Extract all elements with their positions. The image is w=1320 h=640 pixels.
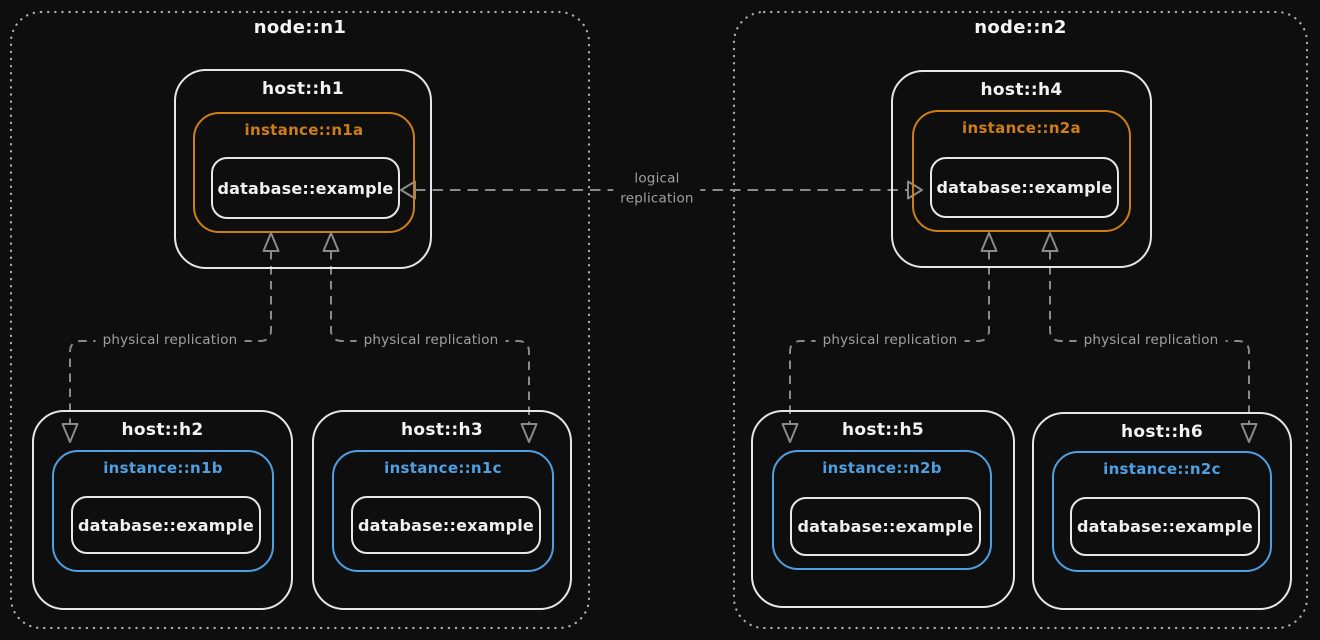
arrowhead-down-icon [61,423,79,443]
host-label: host::h1 [262,79,344,99]
instance-box-n1c: instance::n1c database::example [332,450,554,572]
host-box-h3: host::h3 instance::n1c database::example [312,410,572,610]
node-label: node::n2 [974,17,1067,38]
host-label: host::h5 [842,420,924,440]
host-box-h2: host::h2 instance::n1b database::example [32,410,293,610]
arrowhead-up-icon [980,232,998,252]
instance-label: instance::n2b [822,459,942,477]
instance-label: instance::n1a [244,121,364,139]
instance-box-n1b: instance::n1b database::example [52,450,274,572]
physical-replication-label: physical replication [95,330,245,352]
arrowhead-right-icon [907,180,923,200]
node-n2-outline [732,10,1309,630]
database-box: database::example [71,496,261,554]
instance-box-n2a: instance::n2a database::example [912,110,1131,232]
physical-replication-label: physical replication [356,330,506,352]
host-label: host::h2 [121,420,204,440]
database-label: database::example [358,515,534,535]
instance-box-n2b: instance::n2b database::example [772,450,992,570]
database-box: database::example [351,496,541,554]
arrowhead-up-icon [262,232,280,252]
node-box-n1: node::n1 host::h1 instance::n1a database… [10,11,590,629]
instance-label: instance::n1c [384,459,502,477]
database-box: database::example [930,157,1119,218]
arrowhead-up-icon [1041,232,1059,252]
instance-box-n2c: instance::n2c database::example [1052,451,1272,572]
instance-box-n1a: instance::n1a database::example [193,112,415,233]
node-n1-outline [9,10,591,630]
arrowhead-down-icon [781,423,799,443]
database-box: database::example [211,157,400,219]
arrowhead-left-icon [400,180,416,200]
physical-replication-label: physical replication [1076,330,1226,352]
node-box-n2: node::n2 host::h4 instance::n2a database… [733,11,1308,629]
logical-replication-label: logical replication [613,168,701,210]
host-box-h1: host::h1 instance::n1a database::example [174,69,432,269]
instance-label: instance::n2a [962,119,1081,137]
arrowhead-down-icon [1240,423,1258,443]
arrowhead-down-icon [520,423,538,443]
host-label: host::h3 [401,420,483,440]
database-label: database::example [1077,517,1253,536]
database-box: database::example [1070,497,1260,556]
host-box-h5: host::h5 instance::n2b database::example [751,410,1015,608]
database-label: database::example [797,517,974,536]
instance-label: instance::n1b [103,459,223,477]
instance-label: instance::n2c [1103,460,1221,478]
arrowhead-up-icon [322,232,340,252]
node-label: node::n1 [253,17,347,38]
physical-replication-label: physical replication [815,330,965,352]
host-box-h6: host::h6 instance::n2c database::example [1032,412,1292,610]
database-label: database::example [936,178,1113,197]
database-label: database::example [78,515,254,535]
host-label: host::h6 [1121,422,1203,442]
database-label: database::example [217,178,394,198]
database-box: database::example [790,497,981,556]
host-box-h4: host::h4 instance::n2a database::example [891,70,1152,268]
host-label: host::h4 [980,80,1063,100]
